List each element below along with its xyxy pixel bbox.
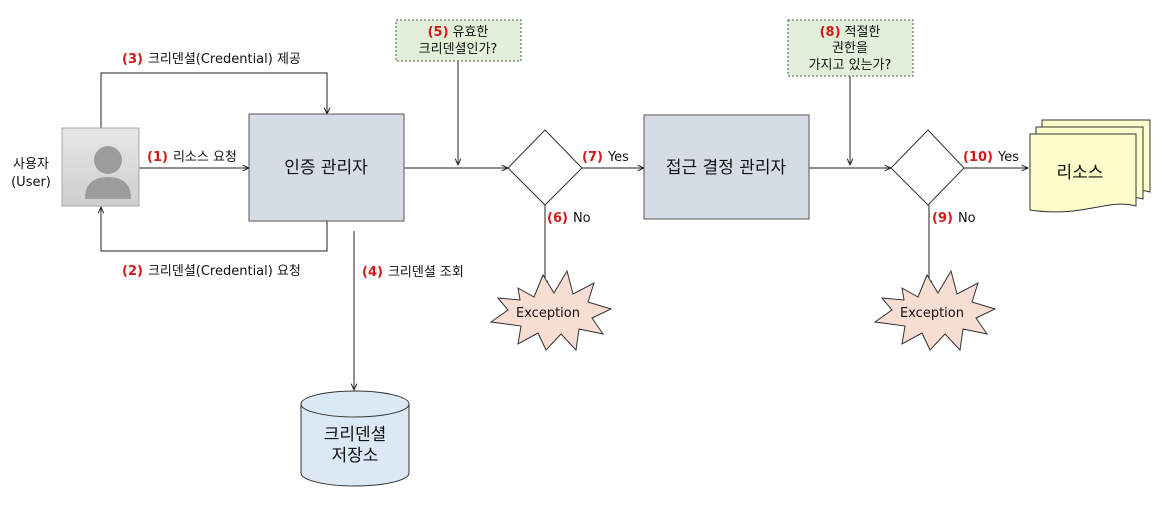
- edge-4-label: (4)크리덴셜 조회: [362, 265, 464, 280]
- exception-2-burst: [873, 269, 997, 352]
- note-has-permission-line1: (8)적절한: [820, 25, 881, 40]
- note-valid-credential: (5)유효한 크리덴셜인가?: [395, 19, 522, 62]
- user-label-line2: (User): [11, 175, 51, 190]
- credential-store-body: [300, 404, 410, 487]
- edge-2-label: (2)크리덴셜(Credential) 요청: [122, 264, 301, 279]
- access-manager-label: 접근 결정 관리자: [666, 158, 787, 178]
- user-node: 사용자 (User): [11, 127, 140, 207]
- exception-1-node: Exception: [489, 269, 613, 352]
- edge-1-label: (1)리소스 요청: [147, 150, 237, 165]
- note-has-permission-box: [787, 19, 914, 77]
- edge-2-credential-request: [101, 207, 328, 252]
- note-has-permission: (8)적절한 권한을 가지고 있는가?: [787, 19, 914, 77]
- edge-6-label: (6)No: [547, 211, 591, 226]
- user-label-line1: 사용자: [13, 157, 49, 172]
- credential-store-label-line1: 크리덴셜: [324, 425, 387, 445]
- exception-1-label: Exception: [516, 306, 580, 321]
- note-valid-credential-line1: (5)유효한: [428, 25, 489, 40]
- credential-store-node: 크리덴셜 저장소: [300, 390, 410, 487]
- note-has-permission-line2: 권한을: [832, 41, 868, 56]
- note-has-permission-line3: 가지고 있는가?: [809, 58, 892, 73]
- auth-manager-label: 인증 관리자: [284, 158, 368, 178]
- credential-store-top: [300, 390, 410, 418]
- resource-doc-front: [1029, 133, 1137, 213]
- decision-valid-credential: [507, 129, 583, 206]
- credential-store-label-line2: 저장소: [332, 446, 379, 466]
- note-valid-credential-line2: 크리덴셜인가?: [419, 42, 498, 57]
- auth-manager-box: [248, 113, 405, 222]
- decision-has-permission: [890, 129, 965, 206]
- edge-9-label: (9)No: [932, 211, 976, 226]
- exception-2-label: Exception: [900, 306, 964, 321]
- exception-2-node: Exception: [873, 269, 997, 352]
- resource-label: 리소스: [1057, 163, 1104, 183]
- auth-manager-node: 인증 관리자: [248, 113, 405, 222]
- user-avatar-body-icon: [85, 177, 131, 199]
- edge-labels: (3)크리덴셜(Credential) 제공 (1)리소스 요청 (2)크리덴셜…: [122, 52, 1019, 280]
- access-manager-node: 접근 결정 관리자: [643, 114, 810, 220]
- access-manager-box: [643, 114, 810, 220]
- edge-3-credential-provide: [100, 72, 327, 128]
- user-avatar-head-icon: [94, 146, 122, 174]
- edge-3-label: (3)크리덴셜(Credential) 제공: [122, 52, 301, 67]
- resource-node: 리소스: [1029, 119, 1151, 213]
- edge-7-label: (7)Yes: [582, 150, 629, 165]
- connectors: [101, 61, 1028, 390]
- edge-10-label: (10)Yes: [963, 150, 1019, 165]
- exception-1-burst: [489, 269, 613, 352]
- note-valid-credential-box: [395, 19, 522, 62]
